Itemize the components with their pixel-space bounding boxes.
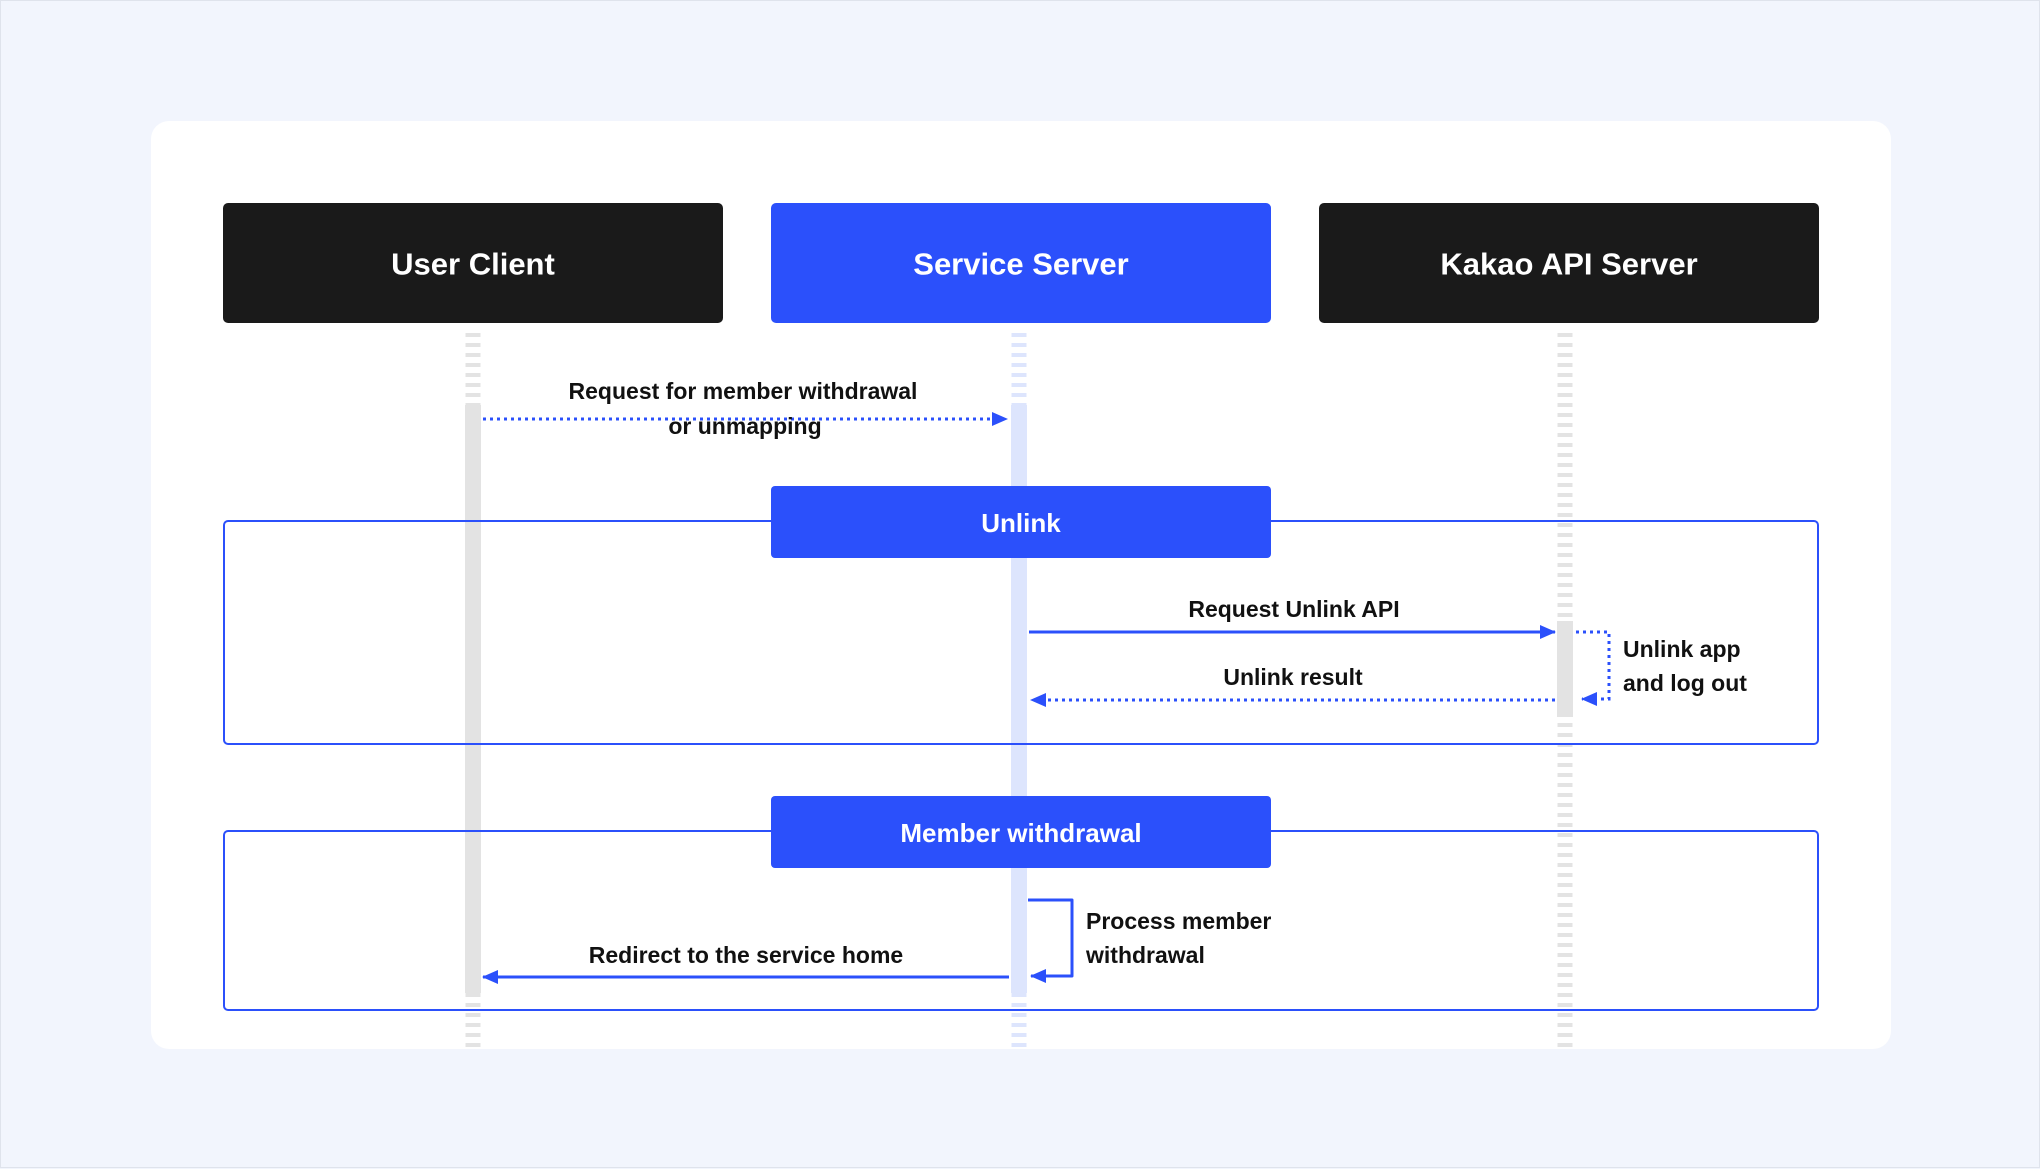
activation-kakao-api-server (1557, 621, 1573, 717)
arrow-process-withdrawal-self (1028, 898, 1074, 983)
unlink-frame-label: Unlink (771, 486, 1271, 558)
label-request-unlink-api: Request Unlink API (1188, 596, 1399, 622)
actor-service-server: Service Server (771, 203, 1271, 323)
label-process-withdrawal-line2: withdrawal (1085, 942, 1205, 968)
member-withdrawal-frame-label: Member withdrawal (771, 796, 1271, 868)
member-withdrawal-frame-title: Member withdrawal (900, 818, 1141, 848)
unlink-frame-title: Unlink (981, 508, 1061, 538)
actor-kakao-api-server-label: Kakao API Server (1440, 247, 1697, 282)
actor-user-client: User Client (223, 203, 723, 323)
label-unlink-result: Unlink result (1223, 664, 1363, 690)
label-request-withdrawal-line1: Request for member withdrawal (569, 378, 918, 404)
label-unlink-app-line1: Unlink app (1623, 636, 1741, 662)
label-redirect-home: Redirect to the service home (589, 942, 903, 968)
arrow-unlink-app-self (1576, 630, 1611, 706)
label-unlink-app-line2: and log out (1623, 670, 1747, 696)
actor-kakao-api-server: Kakao API Server (1319, 203, 1819, 323)
label-request-withdrawal-line2: or unmapping (668, 413, 821, 439)
activation-user-client (465, 405, 481, 993)
label-process-withdrawal-line1: Process member (1086, 908, 1271, 934)
actor-service-server-label: Service Server (913, 247, 1128, 282)
actor-user-client-label: User Client (391, 247, 555, 282)
